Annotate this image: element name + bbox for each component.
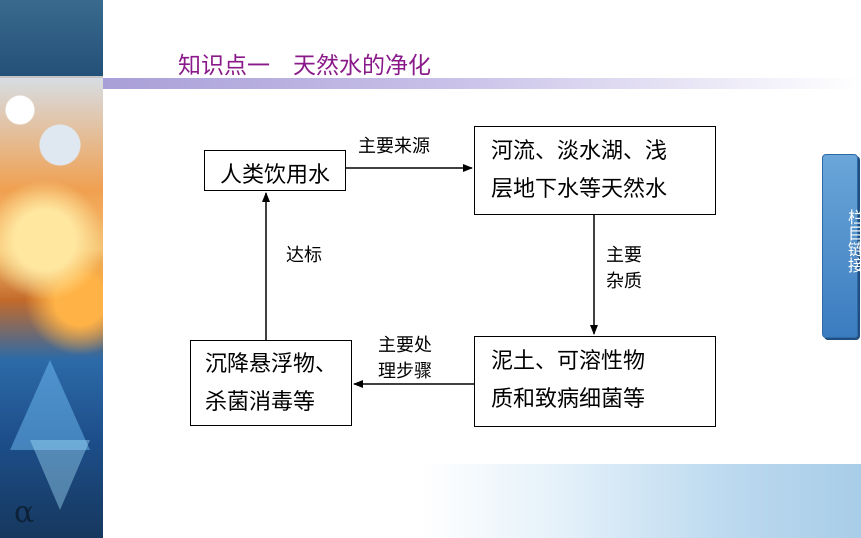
node-natural-water-line2: 层地下水等天然水 xyxy=(491,177,668,202)
node-treatment: 沉降悬浮物、 杀菌消毒等 xyxy=(190,340,352,426)
decorative-shard xyxy=(10,360,90,450)
node-treatment-line1: 沉降悬浮物、 xyxy=(205,352,338,377)
edge-label-main-steps-line1: 主要处 xyxy=(378,335,432,356)
node-impurities-line1: 泥土、可溶性物 xyxy=(491,349,646,374)
edge-label-main-impurities-line2: 杂质 xyxy=(606,271,642,292)
column-link-label: 栏目链接 xyxy=(845,209,861,273)
edge-label-main-impurities-line1: 主要 xyxy=(606,245,642,266)
node-drinking-water-text: 人类饮用水 xyxy=(219,163,330,188)
edge-label-main-impurities: 主要 杂质 xyxy=(606,243,642,295)
node-impurities: 泥土、可溶性物 质和致病细菌等 xyxy=(474,336,716,427)
edge-label-meets-standard: 达标 xyxy=(286,245,322,266)
node-natural-water-line1: 河流、淡水湖、浅 xyxy=(491,139,668,164)
decorative-top-block xyxy=(0,0,103,78)
node-drinking-water: 人类饮用水 xyxy=(204,150,346,191)
decorative-glyph: α xyxy=(14,495,35,530)
header-divider xyxy=(103,78,861,89)
node-treatment-line2: 杀菌消毒等 xyxy=(205,390,316,415)
column-link-tab[interactable]: 栏目链接 xyxy=(822,154,861,338)
decorative-side-image: α xyxy=(0,0,103,538)
edge-label-main-steps: 主要处 理步骤 xyxy=(378,333,432,385)
footer-band xyxy=(420,464,861,538)
edge-label-main-steps-line2: 理步骤 xyxy=(378,361,432,382)
node-impurities-line2: 质和致病细菌等 xyxy=(491,387,646,412)
edge-label-main-source: 主要来源 xyxy=(358,136,430,157)
page-title: 知识点一 天然水的净化 xyxy=(178,53,431,79)
decorative-shard xyxy=(30,440,90,510)
node-natural-water: 河流、淡水湖、浅 层地下水等天然水 xyxy=(474,126,716,215)
